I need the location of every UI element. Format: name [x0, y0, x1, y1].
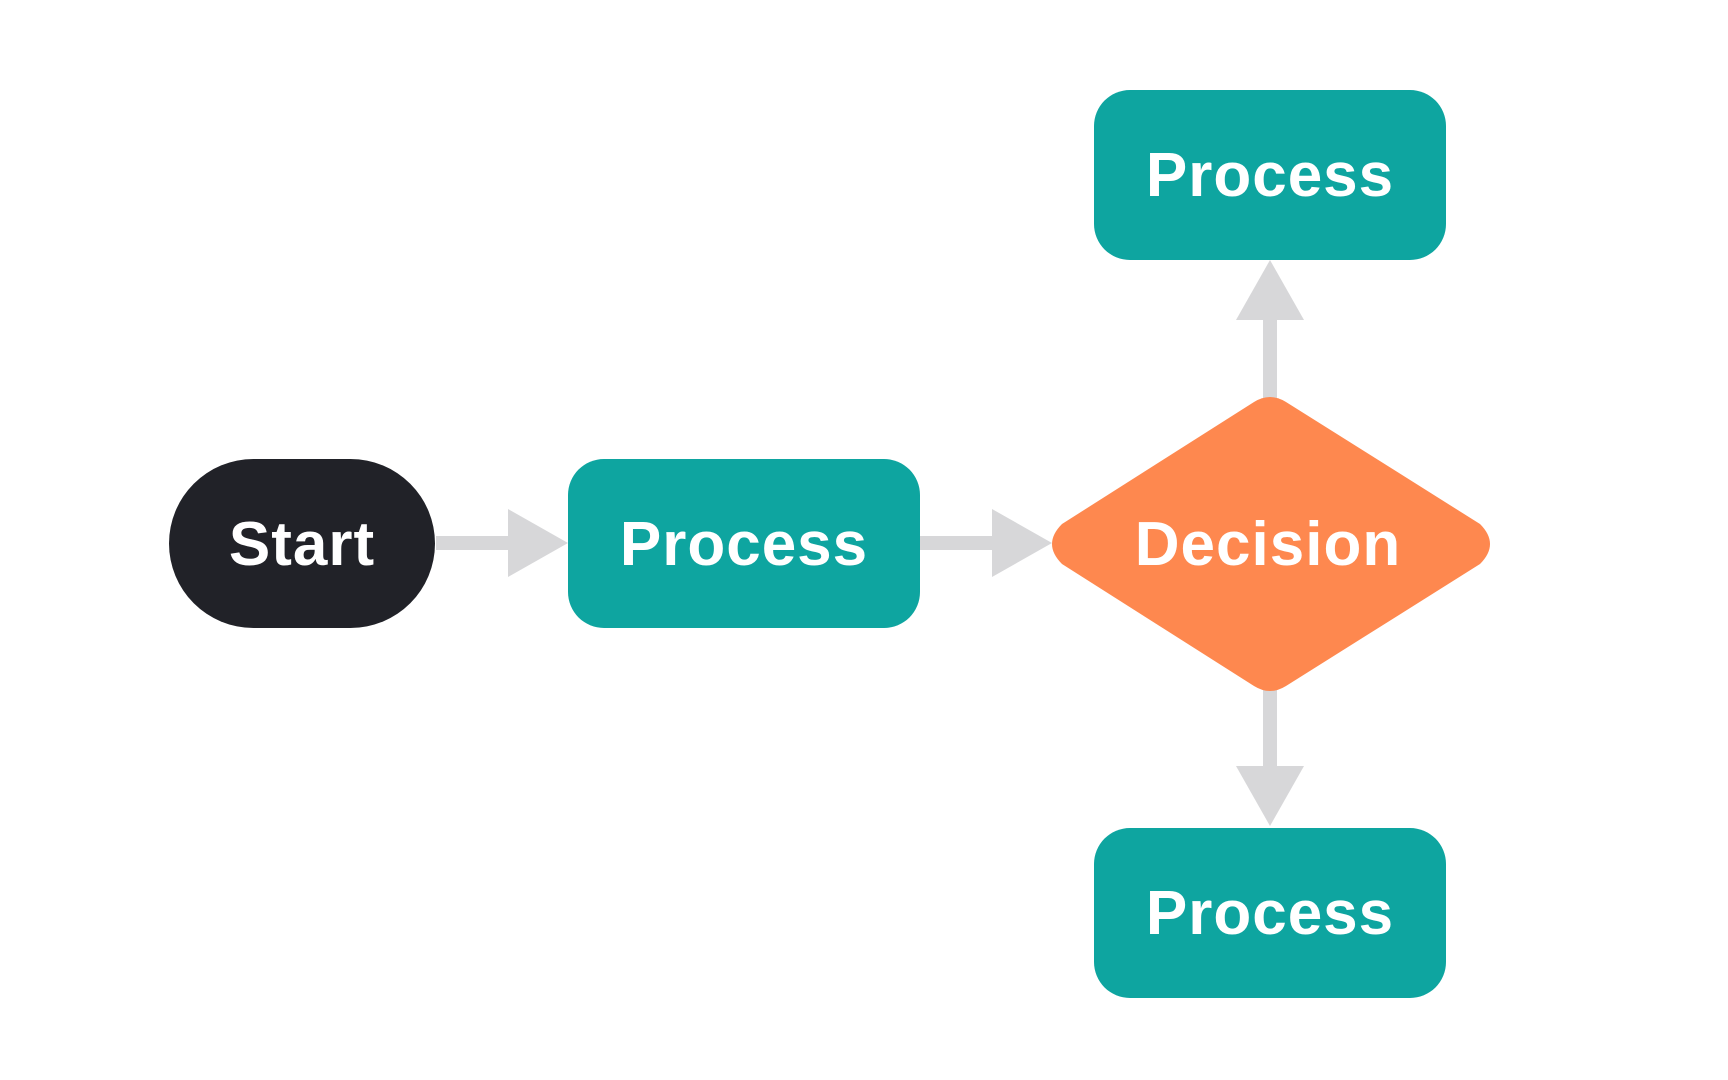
- process-node-top-shape: [1094, 90, 1446, 260]
- process-node-main: Process: [568, 459, 920, 628]
- process-node-bottom: Process: [1094, 828, 1446, 998]
- decision-node-shape: [1052, 397, 1490, 691]
- process-node-main-shape: [568, 459, 920, 628]
- process-node-bottom-label: Process: [1146, 879, 1394, 948]
- arrow-decision-to-process-top: [1236, 260, 1304, 402]
- arrow-start-to-process: [436, 509, 568, 577]
- start-node-label: Start: [229, 510, 375, 579]
- decision-node: Decision: [1052, 397, 1490, 691]
- process-node-top: Process: [1094, 90, 1446, 260]
- arrow-shaft: [436, 536, 508, 550]
- start-node: Start: [169, 459, 435, 628]
- arrowhead-up-icon: [1236, 260, 1304, 320]
- connectors: [436, 260, 1304, 826]
- decision-node-label: Decision: [1135, 510, 1401, 579]
- arrow-shaft: [920, 536, 992, 550]
- start-node-shape: [169, 459, 435, 628]
- arrow-process-to-decision: [920, 509, 1052, 577]
- arrowhead-down-icon: [1236, 766, 1304, 826]
- process-node-bottom-shape: [1094, 828, 1446, 998]
- process-node-top-label: Process: [1146, 141, 1394, 210]
- arrowhead-right-icon: [992, 509, 1052, 577]
- arrowhead-right-icon: [508, 509, 568, 577]
- arrow-shaft: [1263, 684, 1277, 768]
- arrow-decision-to-process-bottom: [1236, 684, 1304, 826]
- process-node-main-label: Process: [620, 510, 868, 579]
- arrow-shaft: [1263, 318, 1277, 402]
